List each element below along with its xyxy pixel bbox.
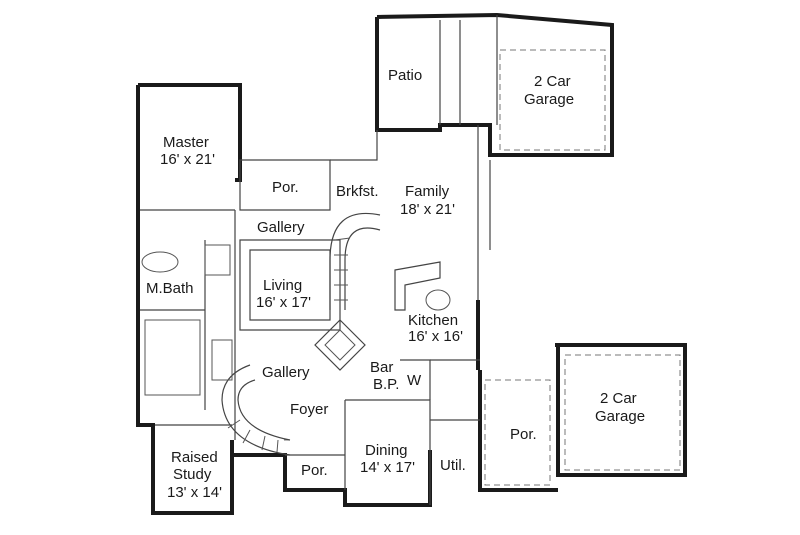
powder-room (211, 339, 233, 381)
dining-label: Dining (365, 442, 408, 459)
diamond-inner (324, 329, 356, 361)
closet-shelves (144, 319, 201, 396)
living-dims: 16' x 17' (256, 294, 311, 311)
porch-front-label: Por. (301, 462, 328, 479)
bathtub (141, 251, 179, 273)
raised-study-dims: 13' x 14' (167, 484, 222, 501)
family-dims: 18' x 21' (400, 201, 455, 218)
porch-right-label: Por. (510, 426, 537, 443)
bar-label: Bar (370, 359, 393, 376)
kitchen-table (425, 289, 451, 311)
living-label: Living (263, 277, 302, 294)
master-dims: 16' x 21' (160, 151, 215, 168)
master-bath-label: M.Bath (146, 280, 194, 297)
utility-label: Util. (440, 457, 466, 474)
foyer-label: Foyer (290, 401, 328, 418)
dining-dims: 14' x 17' (360, 459, 415, 476)
butler-pantry-label: B.P. (373, 376, 399, 393)
staircase-top (329, 213, 381, 310)
gallery-top-label: Gallery (257, 219, 305, 236)
garage-doors (280, 49, 681, 486)
patio-label: Patio (388, 67, 422, 84)
raised-study-label: Raised (171, 449, 218, 466)
garage-top-label-2: Garage (524, 91, 574, 108)
family-label: Family (405, 183, 450, 200)
garage-top-label: 2 Car (534, 73, 571, 90)
garage-right-label: 2 Car (600, 390, 637, 407)
interior-walls (140, 15, 498, 505)
staircase-bottom (221, 364, 291, 456)
shower (204, 244, 231, 276)
diamond-column (314, 319, 366, 371)
kitchen-island (394, 261, 441, 311)
kitchen-label: Kitchen (408, 312, 458, 329)
garage-right-label-2: Garage (595, 408, 645, 425)
porch-top-label: Por. (272, 179, 299, 196)
gallery-bottom-label: Gallery (262, 364, 310, 381)
breakfast-label: Brkfst. (336, 183, 379, 200)
exterior-walls (136, 12, 687, 515)
kitchen-dims: 16' x 16' (408, 328, 463, 345)
raised-study-label-2: Study (173, 466, 212, 483)
master-label: Master (163, 134, 209, 151)
wine-label: W (407, 372, 422, 389)
